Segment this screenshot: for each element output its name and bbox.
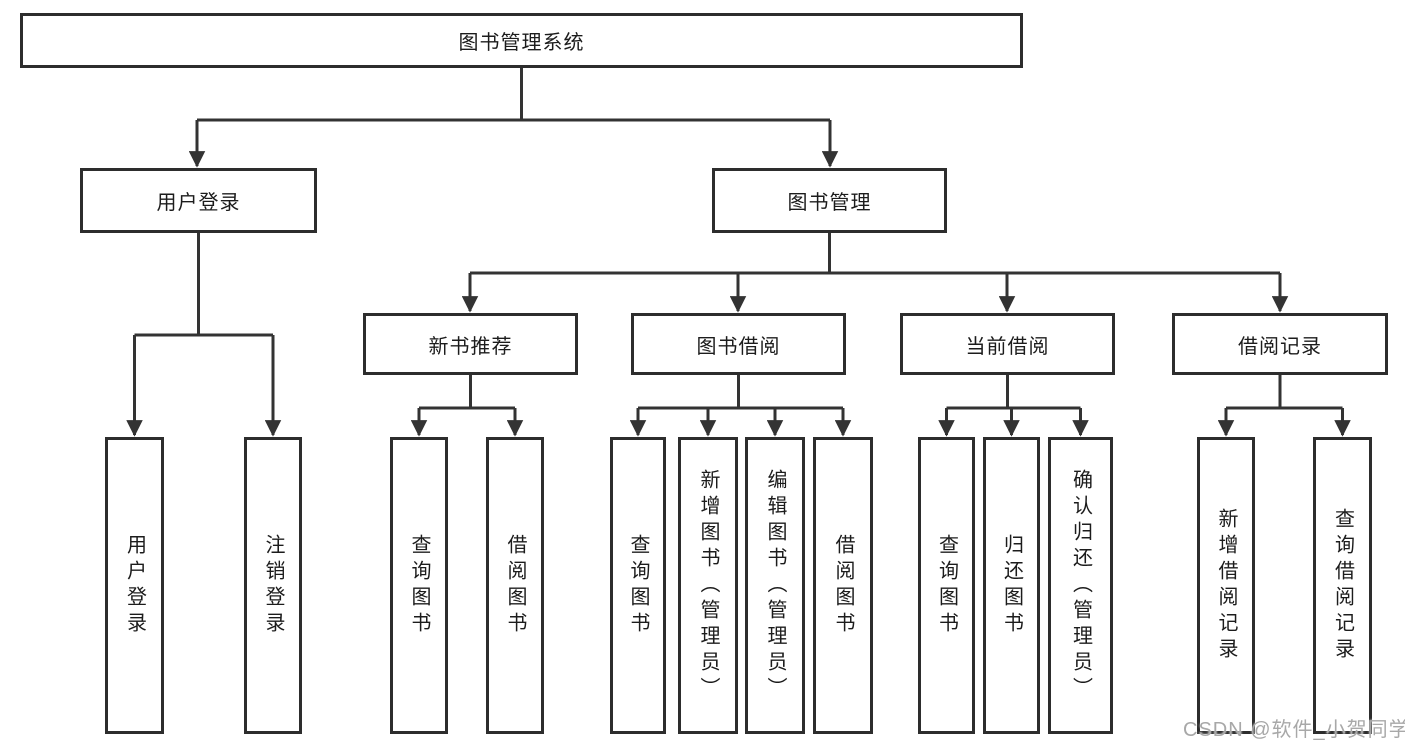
csdn-watermark: CSDN @软件_小贺同学 bbox=[1183, 719, 1405, 741]
node-book-management-label: 图书管理 bbox=[787, 192, 872, 214]
leaf-bb-edit-books-admin-label: 编辑图书（管理员） bbox=[764, 468, 786, 703]
leaf-bb-borrow-books: 借阅图书 bbox=[813, 437, 873, 734]
leaf-nbr-query-books: 查询图书 bbox=[390, 437, 448, 734]
node-user-login-branch-label: 用户登录 bbox=[156, 192, 241, 214]
node-book-management: 图书管理 bbox=[712, 168, 947, 233]
node-current-borrow-label: 当前借阅 bbox=[965, 335, 1050, 358]
node-new-book-recommend-label: 新书推荐 bbox=[428, 335, 513, 358]
node-book-borrow-label: 图书借阅 bbox=[696, 335, 781, 358]
node-new-book-recommend: 新书推荐 bbox=[363, 313, 578, 375]
leaf-nbr-borrow-books: 借阅图书 bbox=[486, 437, 544, 734]
leaf-bb-add-books-admin: 新增图书（管理员） bbox=[678, 437, 738, 734]
node-root-label: 图书管理系统 bbox=[458, 32, 585, 54]
leaf-bb-edit-books-admin: 编辑图书（管理员） bbox=[745, 437, 805, 734]
leaf-bb-add-books-admin-label: 新增图书（管理员） bbox=[697, 468, 719, 703]
leaf-bb-query-books: 查询图书 bbox=[610, 437, 666, 734]
leaf-cb-query-books: 查询图书 bbox=[918, 437, 975, 734]
node-borrow-records-label: 借阅记录 bbox=[1238, 335, 1322, 358]
leaf-nbr-borrow-books-label: 借阅图书 bbox=[504, 533, 526, 638]
node-borrow-records: 借阅记录 bbox=[1172, 313, 1388, 375]
leaf-logout-label: 注销登录 bbox=[262, 533, 284, 638]
leaf-br-add-record: 新增借阅记录 bbox=[1197, 437, 1255, 734]
leaf-bb-borrow-books-label: 借阅图书 bbox=[832, 533, 854, 638]
leaf-br-query-record-label: 查询借阅记录 bbox=[1331, 507, 1354, 664]
node-root: 图书管理系统 bbox=[20, 13, 1023, 68]
node-book-borrow: 图书借阅 bbox=[631, 313, 846, 375]
leaf-cb-confirm-return-admin-label: 确认归还（管理员） bbox=[1069, 468, 1092, 703]
leaf-br-add-record-label: 新增借阅记录 bbox=[1215, 507, 1237, 664]
leaf-cb-return-books-label: 归还图书 bbox=[1000, 533, 1023, 638]
node-current-borrow: 当前借阅 bbox=[900, 313, 1115, 375]
leaf-user-login: 用户登录 bbox=[105, 437, 164, 734]
leaf-cb-query-books-label: 查询图书 bbox=[935, 533, 958, 638]
leaf-cb-confirm-return-admin: 确认归还（管理员） bbox=[1048, 437, 1113, 734]
leaf-br-query-record: 查询借阅记录 bbox=[1313, 437, 1372, 734]
leaf-bb-query-books-label: 查询图书 bbox=[627, 533, 649, 638]
leaf-user-login-label: 用户登录 bbox=[123, 533, 146, 638]
leaf-nbr-query-books-label: 查询图书 bbox=[408, 533, 430, 638]
node-user-login-branch: 用户登录 bbox=[80, 168, 317, 233]
leaf-logout: 注销登录 bbox=[244, 437, 302, 734]
leaf-cb-return-books: 归还图书 bbox=[983, 437, 1040, 734]
